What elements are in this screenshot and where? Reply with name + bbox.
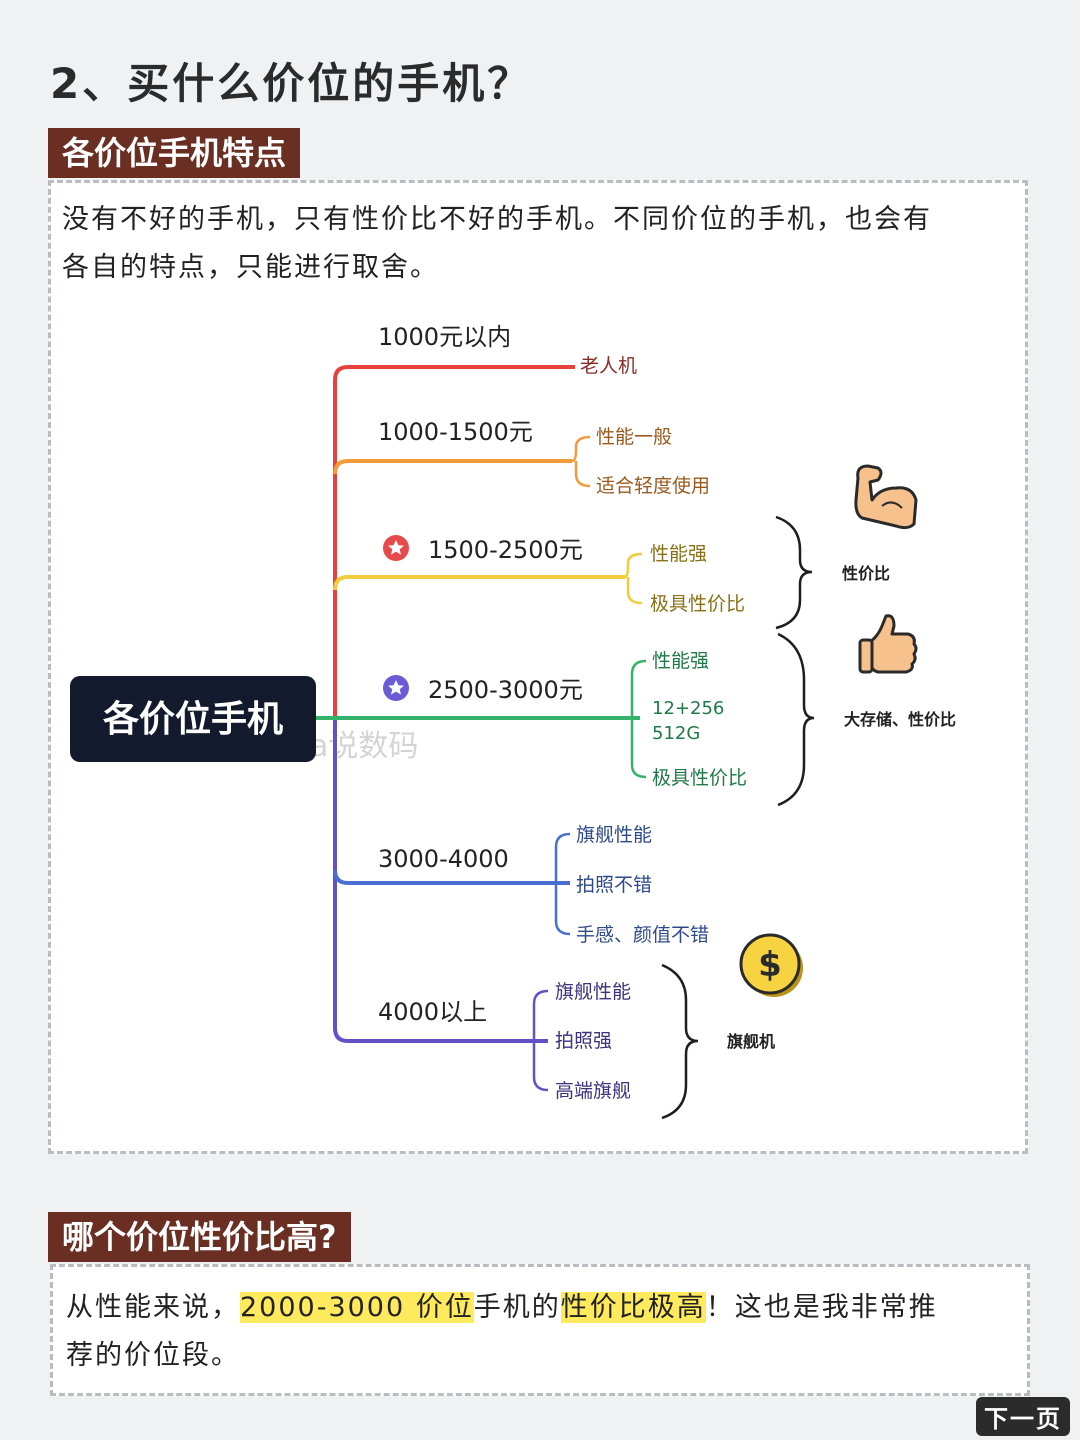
value-paragraph: 从性能来说，2000-3000 价位手机的性价比极高！这也是我非常推 荐的价位段…: [66, 1284, 938, 1380]
leaf-1-1: 老人机: [580, 355, 637, 377]
thumbs-up-icon: [858, 614, 918, 674]
leaf-4-3: 512G: [652, 723, 700, 744]
highlight-value: 性价比极高: [560, 1292, 706, 1323]
watermark: a说数码: [310, 729, 418, 764]
leaf-6-2: 拍照强: [555, 1030, 612, 1052]
value-line-2: 荐的价位段。: [66, 1340, 240, 1371]
leaf-3-2: 极具性价比: [650, 593, 745, 615]
root-node: [70, 676, 316, 762]
leaf-4-2: 12+256: [652, 698, 724, 719]
leaf-6-3: 高端旗舰: [555, 1080, 631, 1102]
next-page-button[interactable]: 下一页: [976, 1397, 1070, 1436]
section-tag-value: 哪个价位性价比高?: [48, 1212, 351, 1262]
price-mindmap: a说数码 各价位手机 1000元以内 1000-1500元 1500-2500元…: [70, 323, 956, 1120]
leaf-5-2: 拍照不错: [576, 874, 652, 896]
leaf-4-1: 性能强: [652, 650, 709, 672]
dollar-coin-icon: $: [739, 933, 803, 997]
leaf-5-3: 手感、颜值不错: [576, 924, 709, 946]
value-card: [50, 1264, 1030, 1396]
leaf-6-1: 旗舰性能: [555, 981, 631, 1003]
star-red-icon: [383, 535, 409, 561]
flexed-biceps-icon: [854, 464, 918, 530]
summary-1: 性价比: [842, 564, 890, 583]
star-purple-icon: [383, 675, 409, 701]
intro-line-2: 各自的特点，只能进行取舍。: [62, 252, 439, 283]
branch-label-2: 1000-1500元: [378, 418, 533, 446]
svg-text:$: $: [758, 945, 782, 985]
branch-label-4: 2500-3000元: [428, 676, 583, 704]
section-tag-features: 各价位手机特点: [48, 128, 301, 178]
leaf-4-4: 极具性价比: [652, 767, 747, 789]
intro-line-1: 没有不好的手机，只有性价比不好的手机。不同价位的手机，也会有: [62, 204, 932, 235]
intro-paragraph: 没有不好的手机，只有性价比不好的手机。不同价位的手机，也会有 各自的特点，只能进…: [62, 196, 932, 292]
summary-3: 旗舰机: [727, 1032, 775, 1051]
branch-label-6: 4000以上: [378, 998, 487, 1026]
branch-label-1: 1000元以内: [378, 323, 511, 351]
leaf-2-1: 性能一般: [596, 426, 672, 448]
leaf-5-1: 旗舰性能: [576, 824, 652, 846]
root-label: 各价位手机: [103, 699, 283, 740]
summary-2: 大存储、性价比: [844, 710, 956, 729]
value-line-1: 从性能来说，2000-3000 价位手机的性价比极高！这也是我非常推: [66, 1292, 938, 1323]
page-title: 2、买什么价位的手机？: [50, 59, 533, 108]
branch-label-3: 1500-2500元: [428, 536, 583, 564]
highlight-price-range: 2000-3000 价位: [240, 1292, 474, 1323]
leaf-2-2: 适合轻度使用: [596, 475, 710, 497]
leaf-3-1: 性能强: [650, 543, 707, 565]
branch-label-5: 3000-4000: [378, 845, 509, 873]
